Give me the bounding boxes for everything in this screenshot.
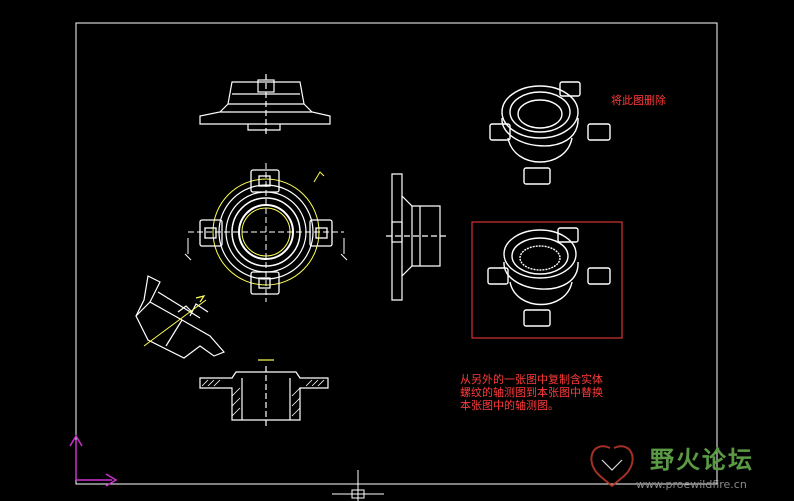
watermark-logo (590, 445, 634, 488)
isometric-view-threaded (487, 227, 611, 327)
top-view (199, 74, 331, 136)
front-view (184, 163, 348, 302)
ucs-icon (69, 434, 118, 487)
watermark-title: 野火论坛 (650, 446, 754, 474)
replace-note-line: 从另外的一张图中复制含实体 (460, 373, 603, 386)
replace-note: 从另外的一张图中复制含实体 螺纹的轴测图到本张图中替换 本张图中的轴测图。 (460, 373, 603, 412)
delete-note: 将此图删除 (611, 94, 666, 107)
auxiliary-view (135, 275, 226, 359)
section-view (199, 359, 329, 428)
isometric-view-top (489, 81, 611, 185)
watermark-url: www.proewildfire.cn (636, 478, 747, 491)
replace-note-line: 本张图中的轴测图。 (460, 399, 559, 412)
crosshair-icon (332, 470, 384, 501)
replacement-frame (471, 221, 623, 339)
side-view (386, 173, 446, 301)
sheet-border (75, 22, 718, 485)
replace-note-line: 螺纹的轴测图到本张图中替换 (460, 386, 603, 399)
